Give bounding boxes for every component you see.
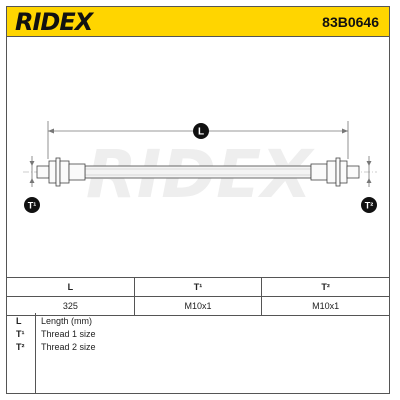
spec-table-value-row: 325 M10x1 M10x1 [7, 296, 389, 316]
legend-divider [35, 313, 36, 393]
legend-description: Length (mm) [41, 316, 93, 326]
legend-description: Thread 1 size [41, 329, 96, 339]
header-thread1: T¹ [135, 278, 263, 296]
legend-description: Thread 2 size [41, 342, 96, 352]
brake-hose [36, 157, 360, 187]
legend-key: T¹ [16, 329, 25, 339]
length-badge [193, 123, 209, 139]
length-badge-label: L [198, 127, 204, 138]
value-length: 325 [7, 297, 135, 315]
brand-logo: RIDEX [15, 8, 93, 36]
header-thread2: T² [321, 282, 330, 292]
legend: L Length (mm) T¹ Thread 1 size T² Thread… [7, 313, 389, 393]
value-thread1: M10x1 [135, 297, 263, 315]
hose-drawing: RIDEX L [23, 121, 377, 213]
thread2-marker [366, 156, 372, 187]
thread1-badge [24, 197, 40, 213]
thread2-badge [361, 197, 377, 213]
legend-key: L [16, 316, 22, 326]
thread1-badge-label: T¹ [28, 201, 37, 211]
datasheet-frame: RIDEX 83B0646 RIDEX L [6, 6, 390, 394]
value-thread2: M10x1 [312, 301, 340, 311]
spec-table-header-row: L T¹ T² [7, 277, 389, 296]
part-number: 83B0646 [322, 14, 379, 30]
legend-key: T² [16, 342, 25, 352]
spec-table: L T¹ T² 325 M10x1 M10x1 [7, 277, 389, 316]
thread2-badge-label: T² [365, 201, 374, 211]
header-bar: RIDEX 83B0646 [7, 7, 389, 37]
thread1-marker [29, 156, 35, 187]
header-length: L [7, 278, 135, 296]
